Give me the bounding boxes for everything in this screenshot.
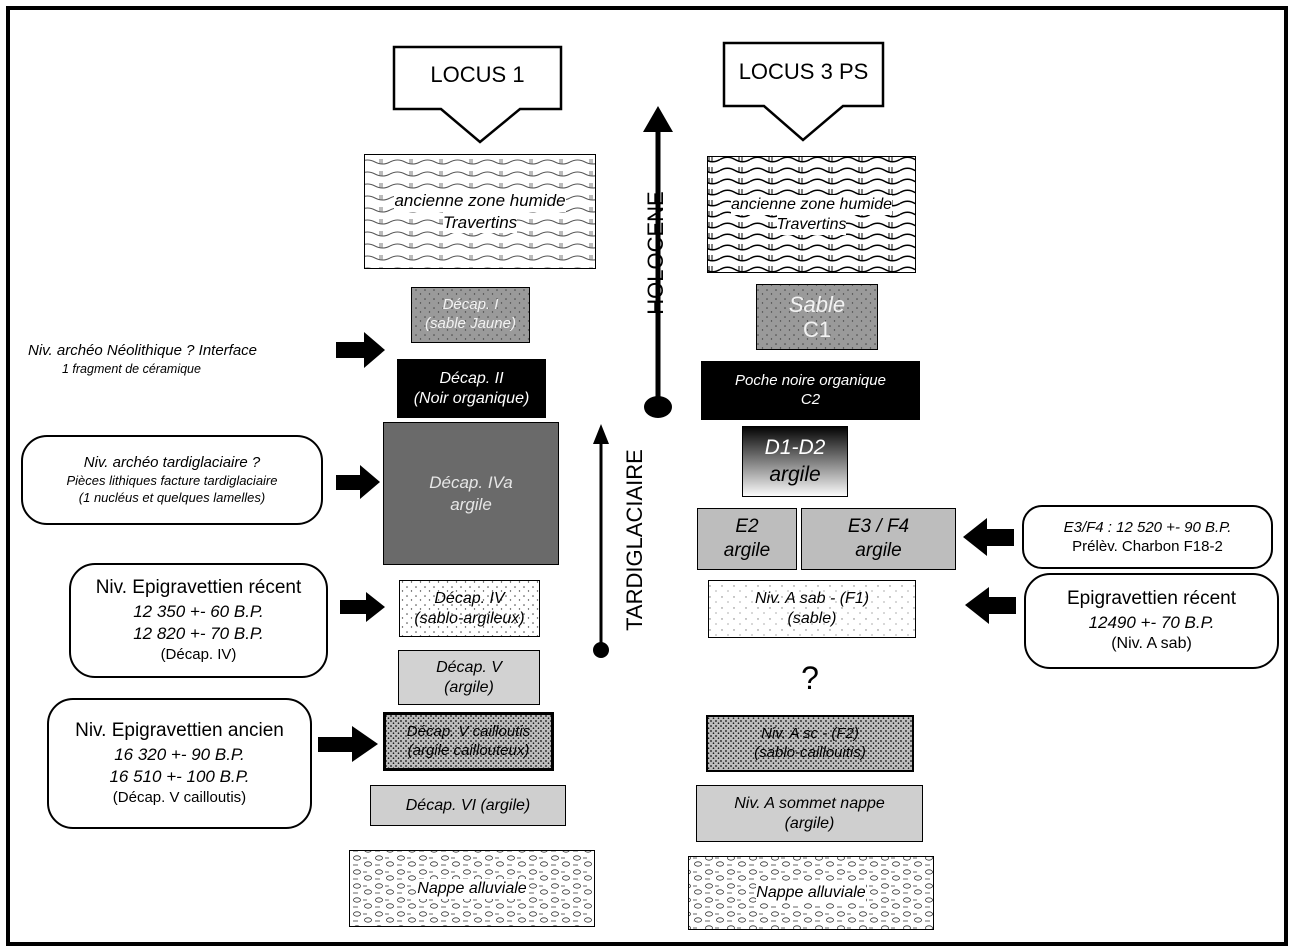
l3-travertins-line1: ancienne zone humide: [730, 194, 892, 215]
locus1-title: LOCUS 1: [430, 62, 525, 87]
epi-recent-l3-line3: (Niv. A sab): [1111, 634, 1192, 652]
l3-nivasab-layer: Niv. A sab - (F1) (sable): [708, 580, 916, 638]
epi-recent-l1-annotation: Niv. Epigravettien récent 12 350 +- 60 B…: [69, 563, 328, 678]
tardiglaciaire-ann-line2: Pièces lithiques facture tardiglaciaire: [66, 472, 278, 488]
l1-travertins-layer: ancienne zone humide Travertins: [364, 154, 596, 269]
l1-decap4-layer: Décap. IV (sablo-argileux): [399, 580, 540, 637]
l3-d1d2-line1: D1-D2: [764, 436, 826, 460]
l1-decap4a-layer: Décap. IVa argile: [383, 422, 559, 565]
l3-e2-line2: argile: [723, 540, 771, 561]
l3-travertins-line2: Travertins: [776, 214, 847, 235]
e3f4-annotation: E3/F4 : 12 520 +- 90 B.P. Prélèv. Charbo…: [1022, 505, 1273, 569]
neolithique-annotation: Niv. archéo Néolithique ? Interface 1 fr…: [28, 342, 328, 376]
tardiglaciaire-annotation: Niv. archéo tardiglaciaire ? Pièces lith…: [21, 435, 323, 525]
l1-decap5-line1: Décap. V: [436, 658, 502, 676]
l3-sable-line2: C1: [802, 317, 832, 342]
l3-nivasab-line2: (sable): [787, 610, 837, 627]
l1-decap2-line1: Décap. II: [439, 369, 504, 387]
l1-decap5-layer: Décap. V (argile): [398, 650, 540, 705]
holocene-axis-start: [644, 396, 672, 418]
l1-decap5c-line2: (argile caillouteux): [407, 741, 530, 759]
l1-decap2-line2: (Noir organique): [413, 389, 530, 407]
l1-decap6-line1: Décap. VI (argile): [405, 796, 531, 814]
l1-nappe-layer: Nappe alluviale: [349, 850, 595, 927]
l1-decap1-layer: Décap. I (sable Jaune): [411, 287, 530, 343]
tardiglaciaire-arrow: [336, 465, 380, 499]
l1-decap4-line1: Décap. IV: [434, 589, 505, 607]
e3f4-ann-line2: Prélèv. Charbon F18-2: [1072, 538, 1223, 555]
tardiglaciaire-ann-line1: Niv. archéo tardiglaciaire ?: [83, 454, 261, 472]
l3-e3f4-line2: argile: [855, 540, 902, 561]
l3-d1d2-line2: argile: [769, 462, 821, 486]
l3-travertins-layer: ancienne zone humide Travertins: [707, 156, 916, 273]
l1-travertins-line1: ancienne zone humide: [394, 190, 566, 212]
epi-recent-l1-line1: Niv. Epigravettien récent: [95, 577, 302, 599]
l3-e3f4-line1: E3 / F4: [847, 516, 910, 538]
epi-recent-l3-date: 12490 +- 70 B.P.: [1088, 612, 1215, 632]
tardiglaciaire-arrowhead: [593, 424, 609, 444]
l3-e2-layer: E2 argile: [697, 508, 797, 570]
epi-ancien-line1: Niv. Epigravettien ancien: [75, 720, 284, 742]
neolithique-line1: Niv. archéo Néolithique ? Interface: [28, 342, 258, 359]
epi-ancien-date1: 16 320 +- 90 B.P.: [114, 745, 245, 764]
locus1-callout: [392, 45, 563, 144]
epi-ancien-arrow: [318, 726, 378, 762]
l3-nivasab-line1: Niv. A sab - (F1): [754, 590, 870, 607]
epi-recent-l1-date2: 12 820 +- 70 B.P.: [133, 624, 264, 644]
locus3-callout: [722, 41, 885, 142]
epi-recent-l3-arrow: [965, 587, 1016, 624]
l3-e3f4-layer: E3 / F4 argile: [801, 508, 956, 570]
l3-nivasc-line1: Niv. A sc - (F2): [761, 724, 859, 742]
epi-ancien-date2: 16 510 +- 100 B.P.: [109, 767, 250, 787]
tardiglaciaire-label: TARDIGLACIAIRE: [622, 449, 647, 631]
neolithique-line2: 1 fragment de céramique: [62, 362, 201, 376]
epi-ancien-annotation: Niv. Epigravettien ancien 16 320 +- 90 B…: [47, 698, 312, 829]
epi-ancien-line4: (Décap. V cailloutis): [112, 789, 247, 807]
epi-recent-l3-line1: Epigravettien récent: [1067, 588, 1236, 610]
l1-decap1-line2: (sable Jaune): [425, 315, 516, 332]
l3-sommet-line2: (argile): [784, 814, 835, 832]
l3-nivasc-line2: (sablo-caillouitis): [754, 743, 866, 761]
tardiglaciaire-axis-start: [593, 642, 609, 658]
l1-decap4a-line2: argile: [450, 494, 492, 514]
l3-sommet-line1: Niv. A sommet nappe: [734, 794, 885, 812]
l3-sable-line1: Sable: [788, 291, 846, 317]
l3-poche-layer: Poche noire organique C2: [701, 361, 920, 420]
e3f4-arrow: [963, 518, 1014, 556]
l3-nappe-line1: Nappe alluviale: [756, 883, 866, 903]
l1-decap5c-layer: Décap. V cailloutis (argile caillouteux): [383, 712, 554, 771]
l3-e2-line1: E2: [735, 516, 759, 538]
l3-nivasc-layer: Niv. A sc - (F2) (sablo-caillouitis): [706, 715, 914, 772]
l3-nappe-layer: Nappe alluviale: [688, 856, 934, 930]
l3-unknown-gap: ?: [801, 660, 819, 696]
holocene-arrowhead: [643, 106, 673, 132]
l3-sable-layer: Sable C1: [756, 284, 878, 350]
l1-decap1-line1: Décap. I: [442, 296, 499, 314]
l1-decap4-line2: (sablo-argileux): [414, 609, 525, 627]
l1-travertins-line2: Travertins: [442, 211, 518, 233]
neolithique-arrow: [336, 332, 385, 368]
tardiglaciaire-ann-line3: (1 nucléus et quelques lamelles): [78, 489, 266, 505]
l1-nappe-line1: Nappe alluviale: [417, 878, 527, 899]
epi-recent-l1-line4: (Décap. IV): [160, 646, 237, 664]
e3f4-ann-line1: E3/F4 : 12 520 +- 90 B.P.: [1063, 518, 1232, 536]
epi-recent-l1-date1: 12 350 +- 60 B.P.: [133, 602, 264, 621]
l1-decap4a-line1: Décap. IVa: [429, 473, 513, 493]
l1-decap2-layer: Décap. II (Noir organique): [397, 359, 546, 418]
l3-sommet-layer: Niv. A sommet nappe (argile): [696, 785, 923, 842]
l1-decap5c-line1: Décap. V cailloutis: [406, 722, 531, 740]
epi-recent-l1-arrow: [340, 592, 385, 622]
l3-d1d2-layer: D1-D2 argile: [742, 426, 848, 497]
l3-poche-line2: C2: [800, 390, 821, 408]
epi-recent-l3-annotation: Epigravettien récent 12490 +- 70 B.P. (N…: [1024, 573, 1279, 669]
holocene-label: HOLOCENE: [643, 191, 668, 315]
l1-decap6-layer: Décap. VI (argile): [370, 785, 566, 826]
locus3-title: LOCUS 3 PS: [738, 59, 869, 84]
l1-decap5-line2: (argile): [444, 678, 494, 696]
l3-poche-line1: Poche noire organique: [735, 371, 886, 389]
